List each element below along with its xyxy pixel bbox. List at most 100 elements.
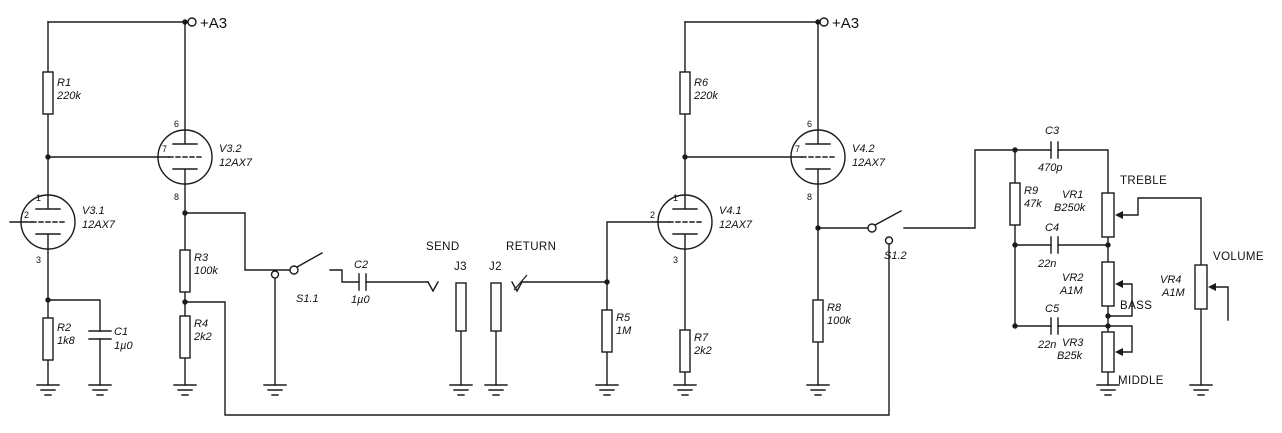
label-v31-ref: V3.1 xyxy=(82,205,105,217)
power-rail-right: +A3 xyxy=(684,15,859,32)
capacitor-c2-plates xyxy=(358,273,367,291)
resistor-r4-body xyxy=(179,315,191,359)
label-r1-value: 220k xyxy=(56,90,81,102)
label-r5-ref: R5 xyxy=(616,312,631,324)
label-vr2-value: A1M xyxy=(1059,285,1083,297)
label-c2-ref: C2 xyxy=(354,259,368,271)
wire xyxy=(184,149,1016,416)
capacitor-c5-plates xyxy=(1050,317,1059,335)
label-c2-value: 1µ0 xyxy=(351,294,370,306)
label-r3-value: 100k xyxy=(194,265,218,277)
switch-s12-pole xyxy=(867,223,877,233)
jack-j2-switch-contact xyxy=(513,274,528,291)
ground-symbol xyxy=(36,384,60,396)
label-treble: TREBLE xyxy=(1120,175,1167,187)
ground-symbol xyxy=(484,384,508,396)
label-r2-ref: R2 xyxy=(57,322,71,334)
label-vr2-ref: VR2 xyxy=(1062,272,1083,284)
label-r7-value: 2k2 xyxy=(693,345,712,357)
ground-symbol xyxy=(1189,384,1213,396)
label-vr3-ref: VR3 xyxy=(1062,337,1084,349)
label-v41-type: 12AX7 xyxy=(719,219,753,231)
switch-s11-contact xyxy=(270,270,280,279)
wire xyxy=(184,212,659,386)
power-label-left: +A3 xyxy=(200,15,227,32)
pin-label-v31-plate: 1 xyxy=(36,193,41,203)
pin-label-v42-cathode: 8 xyxy=(807,192,812,202)
label-c1-value: 1µ0 xyxy=(114,340,133,352)
switch-s11-pole xyxy=(289,265,299,275)
jack-j2-body xyxy=(490,282,502,332)
pin-label-v31-cathode: 3 xyxy=(36,255,41,265)
label-r4-value: 2k2 xyxy=(193,331,212,343)
supply-terminal-icon xyxy=(187,17,197,27)
label-v42-type: 12AX7 xyxy=(852,157,886,169)
resistor-r1-body xyxy=(42,71,54,115)
ground-symbol xyxy=(673,384,697,396)
label-r4-ref: R4 xyxy=(194,318,208,330)
jack-j3-body xyxy=(455,282,467,332)
label-r6-ref: R6 xyxy=(694,77,709,89)
label-s12: S1.2 xyxy=(884,250,907,262)
label-r6-value: 220k xyxy=(693,90,718,102)
pin-label-v31-grid: 2 xyxy=(24,210,29,220)
label-r9-value: 47k xyxy=(1024,198,1042,210)
junction-dot xyxy=(45,297,51,303)
label-vr1-value: B250k xyxy=(1054,202,1086,214)
ground-symbol xyxy=(449,384,473,396)
pin-label-v41-cathode: 3 xyxy=(673,255,678,265)
label-c5-ref: C5 xyxy=(1045,303,1060,315)
tube-v42 xyxy=(790,129,846,185)
label-v32-type: 12AX7 xyxy=(219,157,253,169)
label-r9-ref: R9 xyxy=(1024,185,1038,197)
label-send: SEND xyxy=(426,241,460,253)
label-volume: VOLUME xyxy=(1213,251,1264,263)
tone-stack: C3 470p R9 47k C4 22n C5 22n VR1 B250k T… xyxy=(1009,125,1264,396)
jack-j3-tip-contact xyxy=(427,281,439,293)
pot-vr4-body xyxy=(1194,264,1208,310)
stage-v3: R1 220k R2 1k8 C1 1µ0 R3 100k R4 2k2 V3.… xyxy=(9,21,253,396)
resistor-r3-body xyxy=(179,249,191,293)
tube-v41 xyxy=(657,194,713,250)
supply-terminal-icon xyxy=(819,17,829,27)
tube-v31 xyxy=(20,194,76,250)
fx-loop: S1.1 C2 1µ0 SEND J3 J2 RETURN R5 1M xyxy=(184,212,659,396)
label-s11: S1.1 xyxy=(296,293,319,305)
label-c1-ref: C1 xyxy=(114,326,128,338)
label-r5-value: 1M xyxy=(616,325,632,337)
pot-vr3-body xyxy=(1101,331,1115,373)
label-c4-value: 22n xyxy=(1037,258,1056,270)
pot-vr2-wiper-arrow xyxy=(1115,280,1123,288)
ground-symbol xyxy=(263,384,287,396)
power-rail-left: +A3 xyxy=(47,15,227,32)
label-vr3-value: B25k xyxy=(1057,350,1083,362)
pot-vr1-body xyxy=(1101,192,1115,238)
label-v41-ref: V4.1 xyxy=(719,205,742,217)
junction-dot xyxy=(1012,323,1018,329)
label-v32-ref: V3.2 xyxy=(219,143,242,155)
label-j3: J3 xyxy=(454,261,467,273)
label-middle: MIDDLE xyxy=(1118,375,1164,387)
label-c4-ref: C4 xyxy=(1045,222,1059,234)
junction-dot xyxy=(1012,147,1018,153)
capacitor-c1-plates xyxy=(88,330,112,340)
capacitor-c4-plates xyxy=(1050,236,1059,254)
ground-symbol xyxy=(88,384,112,396)
stage-v4: R6 220k R7 2k2 R8 100k V4.1 12AX7 1 2 3 … xyxy=(650,21,886,396)
label-c3-ref: C3 xyxy=(1045,125,1060,137)
ground-symbol xyxy=(806,384,830,396)
pin-label-v32-cathode: 8 xyxy=(174,192,179,202)
resistor-r7-body xyxy=(679,329,691,373)
ground-symbol xyxy=(1096,384,1120,396)
label-r2-value: 1k8 xyxy=(57,335,76,347)
ground-symbol xyxy=(173,384,197,396)
label-r3-ref: R3 xyxy=(194,252,209,264)
switch-s12-contact xyxy=(884,236,894,245)
label-j2: J2 xyxy=(489,261,502,273)
pin-label-v32-grid: 7 xyxy=(162,144,167,154)
power-label-right: +A3 xyxy=(832,15,859,32)
tube-v32 xyxy=(157,129,213,185)
label-r8-ref: R8 xyxy=(827,302,842,314)
wire xyxy=(1014,149,1229,386)
